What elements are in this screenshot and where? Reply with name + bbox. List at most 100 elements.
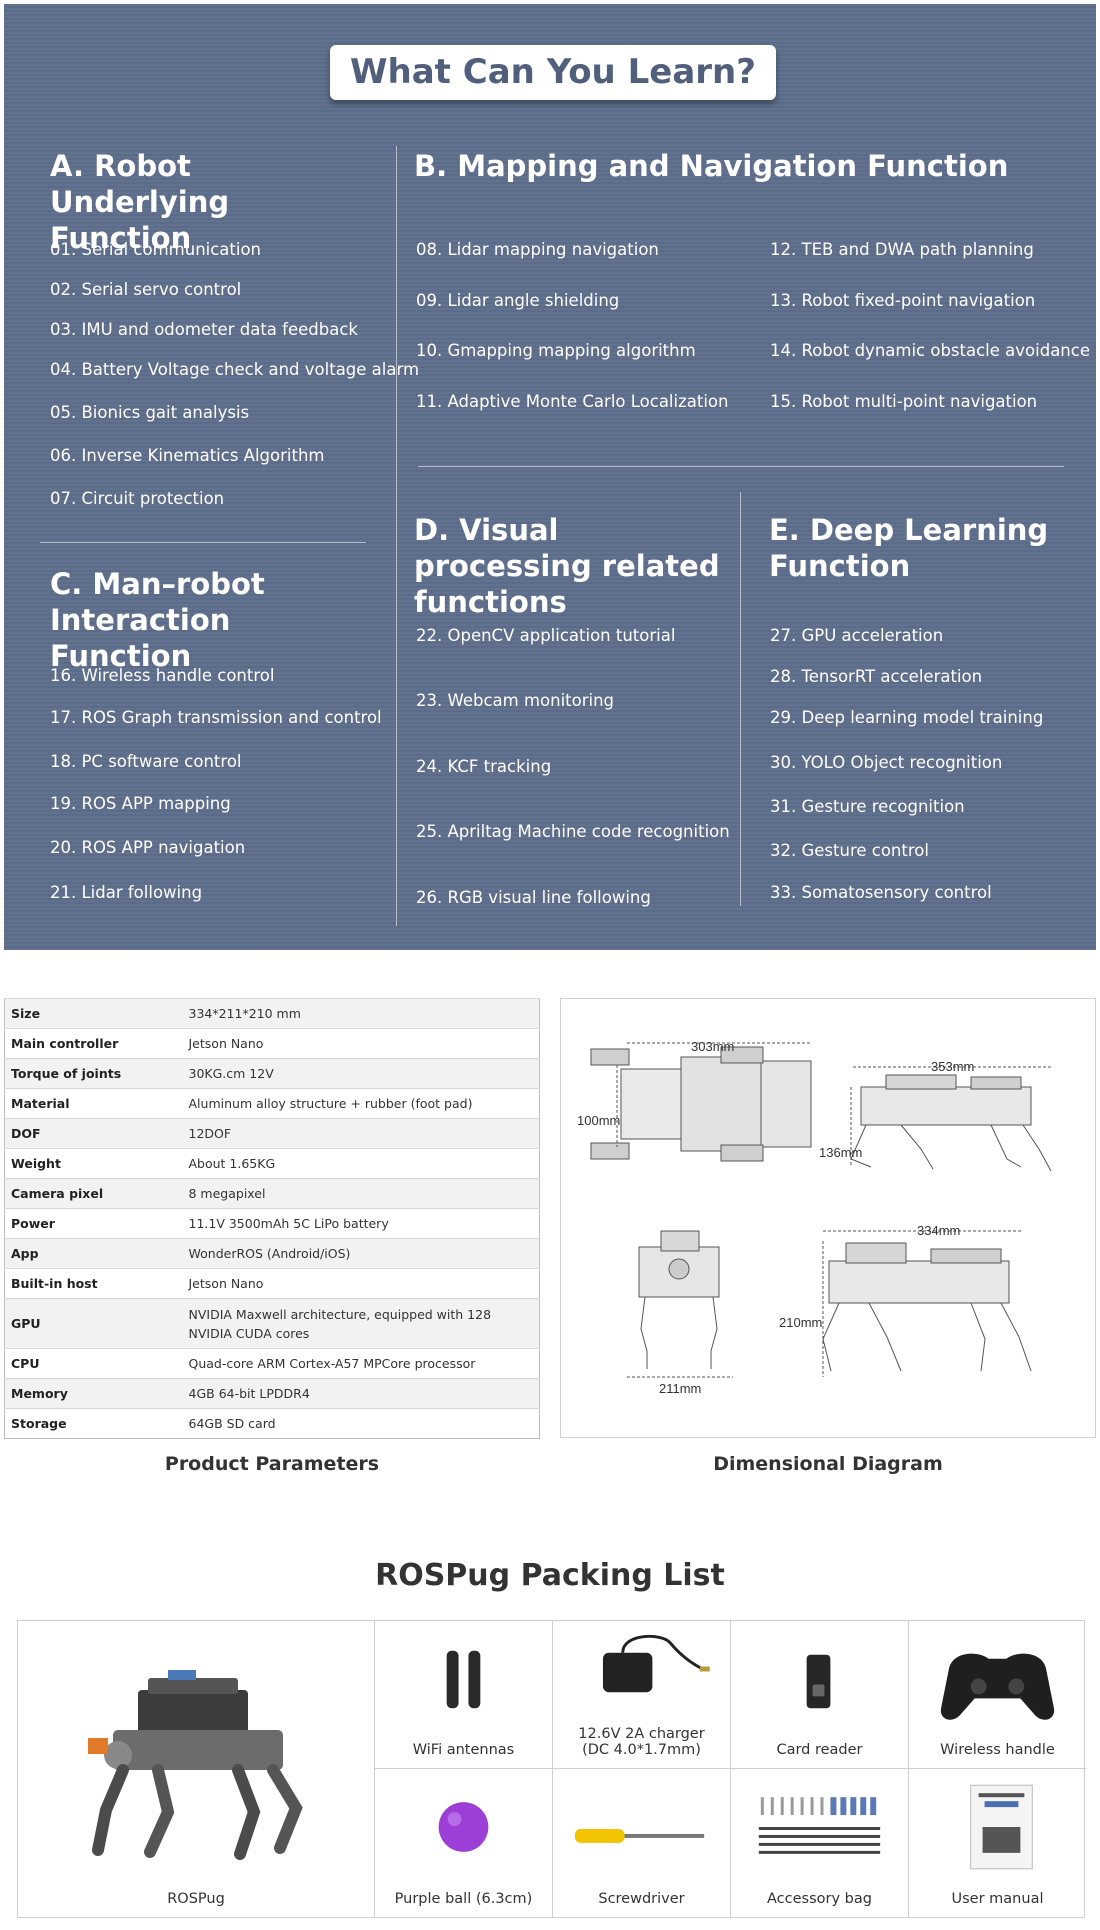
section-a-item: 05. Bionics gait analysis bbox=[50, 403, 250, 422]
section-b-item: 11. Adaptive Monte Carlo Localization bbox=[416, 392, 729, 411]
section-d-item: 23. Webcam monitoring bbox=[416, 691, 615, 710]
section-b-item: 14. Robot dynamic obstacle avoidance bbox=[770, 341, 1090, 360]
pack-item-rospug: ROSPug bbox=[18, 1621, 374, 1917]
divider-vertical-main bbox=[396, 146, 397, 926]
section-e-item: 28. TensorRT acceleration bbox=[770, 667, 983, 686]
learn-title: What Can You Learn? bbox=[330, 45, 776, 100]
param-key: Weight bbox=[4, 1148, 183, 1179]
pack-item-label: WiFi antennas bbox=[412, 1742, 515, 1758]
dim-side-height: 136mm bbox=[819, 1145, 862, 1160]
section-b-item: 13. Robot fixed-point navigation bbox=[770, 291, 1036, 310]
pack-item-charger: 12.6V 2A charger (DC 4.0*1.7mm) bbox=[552, 1621, 730, 1769]
card-reader-icon bbox=[731, 1629, 908, 1732]
param-key: Storage bbox=[4, 1408, 183, 1439]
pack-item-purple-ball: Purple ball (6.3cm) bbox=[374, 1769, 552, 1917]
pack-item-wireless-handle: Wireless handle bbox=[908, 1621, 1086, 1769]
pack-item-screwdriver: Screwdriver bbox=[552, 1769, 730, 1917]
param-key: Material bbox=[4, 1088, 183, 1119]
param-key: GPU bbox=[4, 1298, 183, 1349]
param-value: Quad-core ARM Cortex-A57 MPCore processo… bbox=[182, 1348, 540, 1379]
pack-item-label: Purple ball (6.3cm) bbox=[394, 1891, 533, 1907]
pack-item-label: Wireless handle bbox=[940, 1742, 1055, 1758]
dim-front-width: 211mm bbox=[659, 1381, 701, 1396]
section-a-item: 01. Serial communication bbox=[50, 240, 262, 259]
section-a-item: 04. Battery Voltage check and voltage al… bbox=[50, 360, 420, 379]
divider-d-e bbox=[740, 492, 741, 906]
dim-top-length: 303mm bbox=[691, 1039, 734, 1054]
divider-b-de bbox=[418, 466, 1064, 467]
param-value: 4GB 64-bit LPDDR4 bbox=[182, 1378, 540, 1409]
param-key: DOF bbox=[4, 1118, 183, 1149]
param-key: Memory bbox=[4, 1378, 183, 1409]
pack-item-label: Screwdriver bbox=[598, 1891, 685, 1907]
section-a-item: 02. Serial servo control bbox=[50, 280, 242, 299]
section-c-item: 18. PC software control bbox=[50, 752, 242, 771]
params-caption: Product Parameters bbox=[164, 1453, 380, 1475]
param-value: Jetson Nano bbox=[182, 1028, 540, 1059]
param-key: Main controller bbox=[4, 1028, 183, 1059]
section-c-title: C. Man–robot Interaction Function bbox=[50, 567, 265, 673]
section-c-item: 21. Lidar following bbox=[50, 883, 203, 902]
section-a-title: A. Robot Underlying Function bbox=[50, 149, 230, 255]
param-key: Built-in host bbox=[4, 1268, 183, 1299]
dim-side-length: 353mm bbox=[931, 1059, 974, 1074]
section-b-item: 15. Robot multi-point navigation bbox=[770, 392, 1038, 411]
section-c-item: 16. Wireless handle control bbox=[50, 666, 275, 685]
accessory-bag-icon bbox=[731, 1777, 908, 1881]
dim-side2-length: 334mm bbox=[917, 1223, 960, 1238]
param-key: Power bbox=[4, 1208, 183, 1239]
section-a-item: 06. Inverse Kinematics Algorithm bbox=[50, 446, 325, 465]
pack-item-wifi-antennas: WiFi antennas bbox=[374, 1621, 552, 1769]
dimension-drawing: 303mm 100mm 353mm 136mm 211mm 334mm 210m… bbox=[577, 1039, 1052, 1396]
dim-top-width: 100mm bbox=[577, 1113, 620, 1128]
param-key: Size bbox=[4, 998, 183, 1029]
screwdriver-icon bbox=[553, 1777, 730, 1881]
section-e-item: 32. Gesture control bbox=[770, 841, 929, 860]
robot-dog-icon bbox=[18, 1629, 374, 1881]
section-e-item: 31. Gesture recognition bbox=[770, 797, 965, 816]
section-d-item: 22. OpenCV application tutorial bbox=[416, 626, 676, 645]
section-a-item: 03. IMU and odometer data feedback bbox=[50, 320, 358, 339]
param-key: CPU bbox=[4, 1348, 183, 1379]
pack-item-label: ROSPug bbox=[167, 1891, 225, 1907]
dimensional-diagram: 303mm 100mm 353mm 136mm 211mm 334mm 210m… bbox=[560, 998, 1096, 1438]
param-value: Jetson Nano bbox=[182, 1268, 540, 1299]
ball-icon bbox=[375, 1777, 552, 1881]
param-value: NVIDIA Maxwell architecture, equipped wi… bbox=[182, 1298, 540, 1349]
pack-item-accessory-bag: Accessory bag bbox=[730, 1769, 908, 1917]
param-value: 30KG.cm 12V bbox=[182, 1058, 540, 1089]
param-value: 8 megapixel bbox=[182, 1178, 540, 1209]
param-key: Camera pixel bbox=[4, 1178, 183, 1209]
section-b-item: 10. Gmapping mapping algorithm bbox=[416, 341, 696, 360]
param-key: Torque of joints bbox=[4, 1058, 183, 1089]
pack-item-user-manual: User manual bbox=[908, 1769, 1086, 1917]
section-b-item: 08. Lidar mapping navigation bbox=[416, 240, 659, 259]
charger-icon bbox=[553, 1629, 730, 1716]
pack-item-card-reader: Card reader bbox=[730, 1621, 908, 1769]
section-b-item: 09. Lidar angle shielding bbox=[416, 291, 620, 310]
packing-grid: ROSPug WiFi antennas 12.6V 2A charger (D… bbox=[17, 1620, 1086, 1918]
learn-panel: What Can You Learn? A. Robot Underlying … bbox=[4, 4, 1096, 950]
param-value: 64GB SD card bbox=[182, 1408, 540, 1439]
section-e-item: 33. Somatosensory control bbox=[770, 883, 992, 902]
section-e-title: E. Deep Learning Function bbox=[769, 513, 1049, 583]
section-e-item: 29. Deep learning model training bbox=[770, 708, 1044, 727]
param-value: 334*211*210 mm bbox=[182, 998, 540, 1029]
section-d-item: 24. KCF tracking bbox=[416, 757, 552, 776]
param-value: About 1.65KG bbox=[182, 1148, 540, 1179]
packing-title: ROSPug Packing List bbox=[375, 1558, 725, 1593]
section-b-item: 12. TEB and DWA path planning bbox=[770, 240, 1034, 259]
param-key: App bbox=[4, 1238, 183, 1269]
param-value: 12DOF bbox=[182, 1118, 540, 1149]
